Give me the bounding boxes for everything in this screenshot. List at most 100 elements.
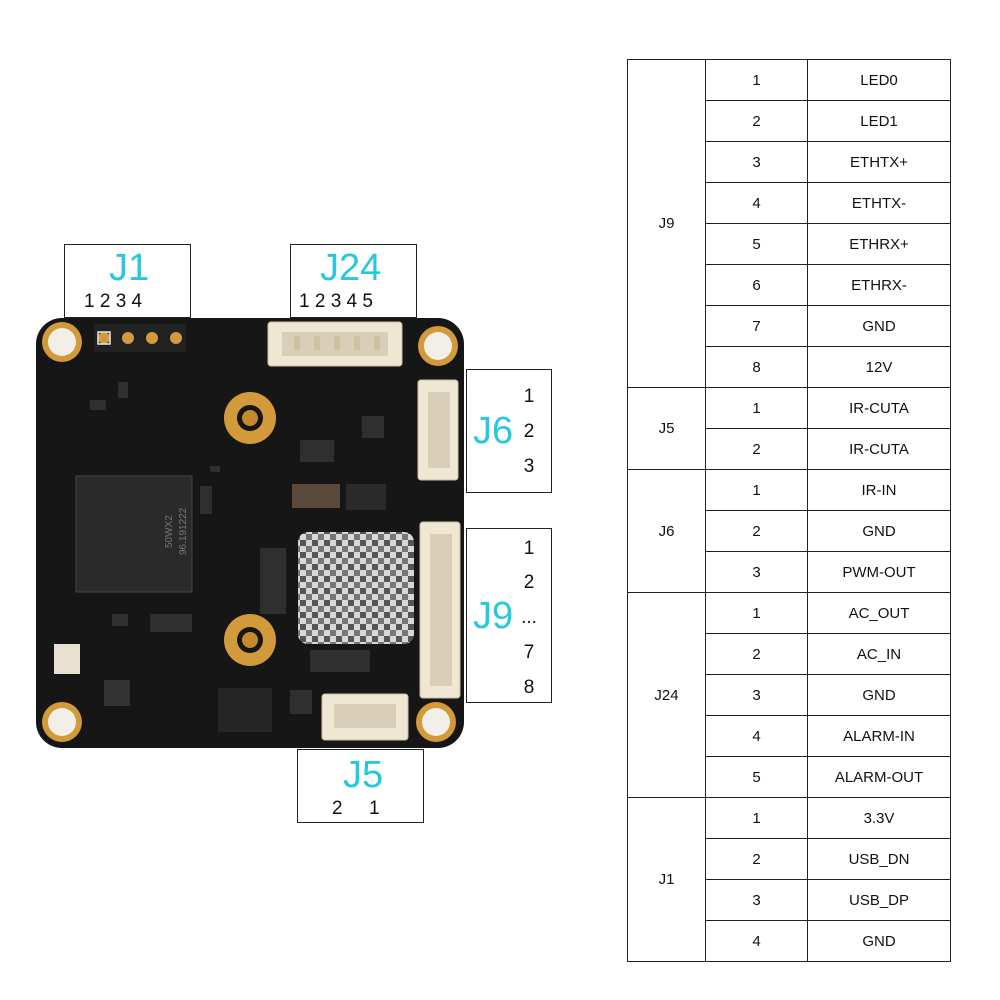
pin-number-cell: 6 bbox=[705, 264, 808, 306]
signal-name-cell: LED0 bbox=[807, 59, 951, 101]
inductor bbox=[292, 484, 340, 508]
pin-number-cell: 2 bbox=[705, 510, 808, 552]
j24-callout: J24 1 2 3 4 5 bbox=[290, 244, 417, 318]
signal-name-cell: IR-CUTA bbox=[807, 428, 951, 470]
signal-name-cell: 12V bbox=[807, 346, 951, 388]
svg-text:96.191222: 96.191222 bbox=[178, 507, 189, 555]
pin-number-cell: 5 bbox=[705, 756, 808, 798]
signal-name-cell: 3.3V bbox=[807, 797, 951, 839]
j9-pin-7: 7 bbox=[523, 642, 535, 663]
lens-mount-pad-lower bbox=[224, 614, 276, 666]
pin-number-cell: 4 bbox=[705, 715, 808, 757]
connector-name-cell: J5 bbox=[627, 387, 706, 470]
signal-name-cell: PWM-OUT bbox=[807, 551, 951, 593]
signal-name-cell: ALARM-IN bbox=[807, 715, 951, 757]
pin-number-cell: 3 bbox=[705, 879, 808, 921]
j6-pin-1: 1 bbox=[523, 386, 535, 407]
j9-pin-8: 8 bbox=[523, 677, 535, 698]
j1-header bbox=[94, 324, 186, 352]
j9-pin-1: 1 bbox=[523, 538, 535, 559]
j1-label: J1 bbox=[109, 247, 150, 289]
j6-connector bbox=[417, 379, 459, 481]
pin-number-cell: 2 bbox=[705, 428, 808, 470]
mounting-hole-bottom-right bbox=[416, 702, 456, 742]
signal-name-cell: AC_OUT bbox=[807, 592, 951, 634]
signal-name-cell: ETHRX- bbox=[807, 264, 951, 306]
signal-name-cell: GND bbox=[807, 510, 951, 552]
signal-name-cell: ALARM-OUT bbox=[807, 756, 951, 798]
pin-number-cell: 2 bbox=[705, 838, 808, 880]
j6-pin-3: 3 bbox=[523, 456, 535, 477]
svg-text:50WX2: 50WX2 bbox=[164, 515, 175, 548]
pin-number-cell: 1 bbox=[705, 59, 808, 101]
board-diagram: J1 1 2 3 4 J24 1 2 3 4 5 J6 1 2 3 J9 1 2… bbox=[36, 244, 552, 823]
pin-number-cell: 3 bbox=[705, 141, 808, 183]
pcb-body bbox=[36, 318, 464, 748]
passive-components bbox=[90, 382, 384, 732]
j6-label: J6 bbox=[473, 410, 514, 452]
pin-number-cell: 2 bbox=[705, 100, 808, 142]
j24-label: J24 bbox=[320, 247, 382, 289]
pin-number-cell: 1 bbox=[705, 797, 808, 839]
j5-label: J5 bbox=[343, 754, 384, 796]
pin-number-cell: 3 bbox=[705, 551, 808, 593]
j9-callout: J9 1 2 ... 7 8 bbox=[466, 528, 552, 703]
connector-name-cell: J1 bbox=[627, 797, 706, 962]
signal-name-cell: ETHTX+ bbox=[807, 141, 951, 183]
pcb-board-image: 50WX2 96.191222 bbox=[36, 318, 464, 748]
j5-callout: J5 2 1 bbox=[297, 749, 424, 823]
lan-chip bbox=[346, 484, 386, 510]
pin-number-cell: 8 bbox=[705, 346, 808, 388]
qr-label bbox=[298, 532, 414, 644]
pin-number-cell: 1 bbox=[705, 469, 808, 511]
signal-name-cell: LED1 bbox=[807, 100, 951, 142]
connector-name-cell: J24 bbox=[627, 592, 706, 798]
j24-pin-numbers: 1 2 3 4 5 bbox=[299, 291, 373, 312]
j9-connector bbox=[419, 521, 461, 699]
j9-label: J9 bbox=[473, 595, 514, 637]
signal-name-cell: USB_DN bbox=[807, 838, 951, 880]
signal-name-cell: IR-IN bbox=[807, 469, 951, 511]
signal-name-cell: GND bbox=[807, 305, 951, 347]
pin-number-cell: 7 bbox=[705, 305, 808, 347]
j24-connector bbox=[267, 321, 403, 367]
j5-connector bbox=[321, 693, 409, 741]
pin-number-cell: 4 bbox=[705, 920, 808, 962]
connector-name-cell: J9 bbox=[627, 59, 706, 388]
j5-pin-numbers: 2 1 bbox=[332, 798, 380, 819]
pin-number-cell: 5 bbox=[705, 223, 808, 265]
j6-pin-2: 2 bbox=[523, 421, 535, 442]
j9-pin-ellipsis: ... bbox=[521, 607, 537, 628]
pin-number-cell: 2 bbox=[705, 633, 808, 675]
regulator-chip bbox=[104, 680, 130, 706]
j9-pin-2: 2 bbox=[523, 572, 535, 593]
pin-number-cell: 1 bbox=[705, 387, 808, 429]
j6-callout: J6 1 2 3 bbox=[466, 369, 552, 493]
pin-number-cell: 1 bbox=[705, 592, 808, 634]
sensor-component bbox=[54, 644, 80, 674]
mounting-hole-top-right bbox=[418, 326, 458, 366]
signal-name-cell: IR-CUTA bbox=[807, 387, 951, 429]
main-soc-chip: 50WX2 96.191222 bbox=[75, 475, 193, 593]
j1-pin-numbers: 1 2 3 4 bbox=[84, 291, 143, 312]
